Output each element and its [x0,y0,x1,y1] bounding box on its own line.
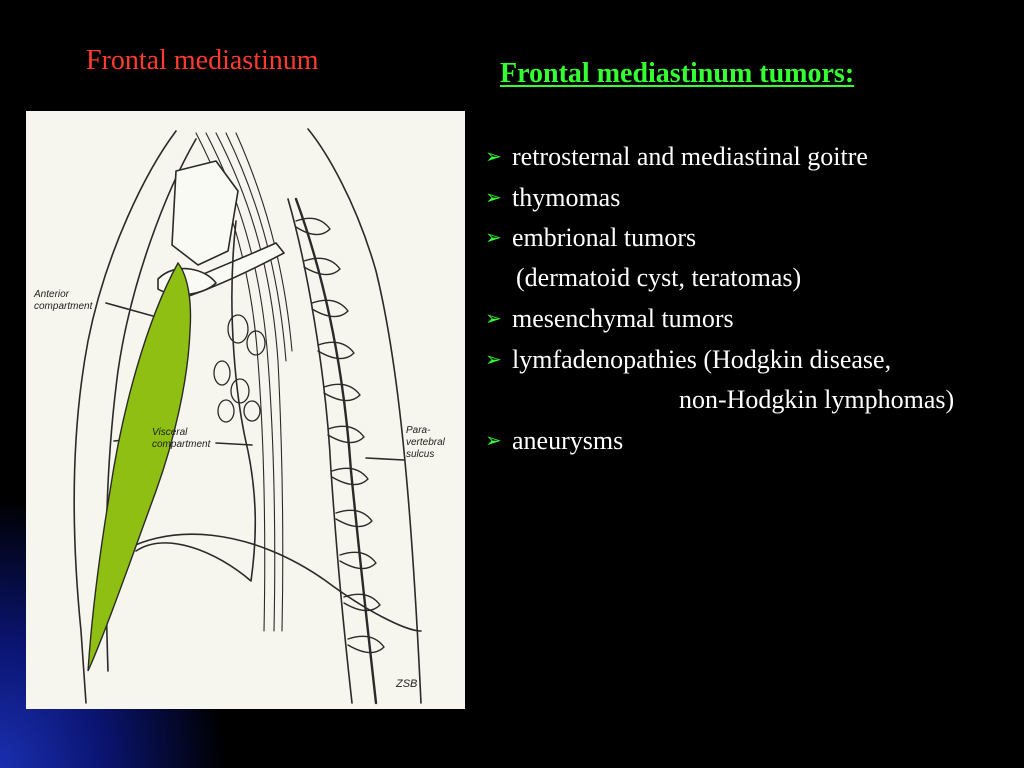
visceral-leader [215,442,253,446]
list-item-text: aneurysms [512,426,624,456]
list-item: ➢ aneurysms [485,420,1024,461]
list-item: ➢ embrional tumors [485,217,1024,258]
list-item-text: (dermatoid cyst, teratomas) [516,262,802,292]
list-item-text: embrional tumors [512,223,697,253]
mediastinum-illustration: Anterior compartment Visceral compartmen… [26,111,465,709]
arrow-bullet-icon: ➢ [485,225,502,250]
visceral-label-1: Visceral [152,427,188,438]
figure-title: Frontal mediastinum [86,45,319,76]
para-label-1: Para- [406,425,431,436]
airway-strands [195,132,293,632]
arrow-bullet-icon: ➢ [485,144,502,168]
arrow-bullet-icon: ➢ [485,184,502,209]
visceral-outline [135,220,257,582]
list-title: Frontal mediastinum tumors: [500,58,855,89]
para-label-3: sulcus [406,449,434,460]
arrow-bullet-icon: ➢ [485,346,502,371]
anterior-compartment-shape [87,261,192,672]
vertebrae [295,217,385,654]
list-item-text: mesenchymal tumors [512,304,734,334]
list-item: ➢ lymfadenopathies (Hodgkin disease, [485,339,1024,380]
list-item-text: retrosternal and mediastinal goitre [512,142,868,171]
artist-signature: ZSB [395,678,417,690]
list-item: ➢ retrosternal and mediastinal goitre [485,136,1024,177]
visceral-label-2: compartment [152,439,212,450]
chest-wall-outline [73,130,177,704]
lymph-nodes [213,314,266,423]
mediastinum-drawing: Anterior compartment Visceral compartmen… [33,128,446,705]
list-item-text: lymfadenopathies (Hodgkin disease, [512,344,892,374]
arrow-bullet-icon: ➢ [485,428,502,453]
list-item-text: non-Hodgkin lymphomas) [679,384,955,414]
anterior-label-2: compartment [34,301,94,312]
arrow-bullet-icon: ➢ [485,306,502,331]
spine-back-line [294,197,378,705]
sternum-block [171,160,239,266]
list-item: ➢ mesenchymal tumors [485,298,1024,339]
diaphragm [107,533,422,632]
para-leader [365,457,405,461]
list-item-text: thymomas [512,182,621,212]
list-item-continuation: non-Hodgkin lymphomas) [485,380,1024,421]
list-item-continuation: (dermatoid cyst, teratomas) [485,258,1024,299]
para-label-2: vertebral [406,437,446,448]
back-wall-outline [307,128,422,704]
anterior-label-1: Anterior [33,289,70,300]
tumor-list: ➢ retrosternal and mediastinal goitre ➢ th… [485,136,1024,461]
list-item: ➢ thymomas [485,177,1024,218]
